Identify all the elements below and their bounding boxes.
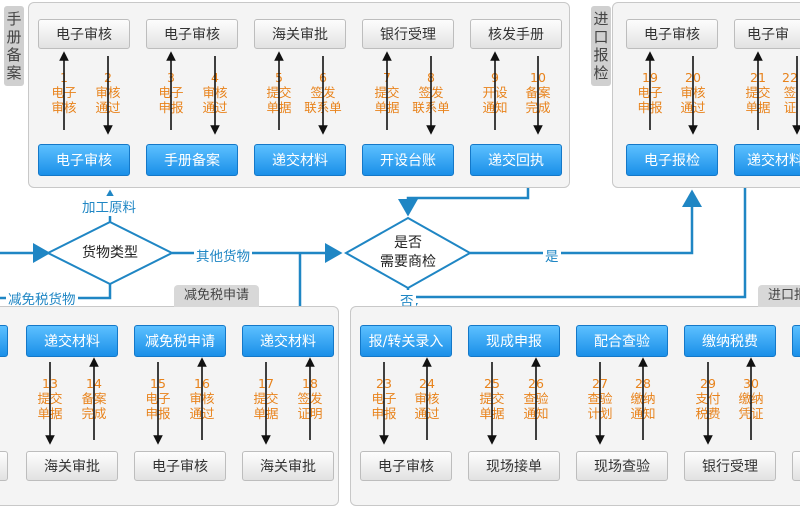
- exemption-top-2[interactable]: 减免税申请: [134, 325, 226, 357]
- exemption-bottom-3[interactable]: 海关审批: [242, 451, 334, 481]
- exemption-bottom-1[interactable]: 海关审批: [26, 451, 118, 481]
- handbook-bottom-1[interactable]: 电子审核: [38, 144, 130, 176]
- inspect-question-label: 是否 需要商检: [380, 235, 436, 270]
- declare-bottom-2[interactable]: 现场接单: [468, 451, 560, 481]
- exemption-top-3[interactable]: 递交材料: [242, 325, 334, 357]
- exemption-top-1[interactable]: 递交材料: [26, 325, 118, 357]
- declare-top-right-stub[interactable]: [792, 325, 800, 357]
- handbook-top-1[interactable]: 电子审核: [38, 19, 130, 49]
- handbook-bottom-2[interactable]: 手册备案: [146, 144, 238, 176]
- yes-label: 是: [543, 245, 561, 265]
- inspect-top-2[interactable]: 电子审: [734, 19, 800, 49]
- step-arrows: [45, 51, 800, 445]
- exemption-panel-tab: 减免税申请: [174, 285, 260, 307]
- inspect-diamond: [343, 216, 473, 290]
- inspect-bottom-2[interactable]: 递交材料: [734, 144, 800, 176]
- goods-type-diamond: [45, 220, 175, 286]
- declare-top-4[interactable]: 缴纳税费: [684, 325, 776, 357]
- exemption-bottom-left-stub[interactable]: [0, 451, 8, 481]
- other-goods-label: 其他货物: [194, 245, 252, 265]
- handbook-bottom-4[interactable]: 开设台账: [362, 144, 454, 176]
- import-inspect-panel-label: 进口报检: [591, 6, 611, 86]
- import-declare-panel-tab: 进口报: [758, 285, 800, 307]
- flow-connectors: [0, 178, 747, 321]
- handbook-top-5[interactable]: 核发手册: [470, 19, 562, 49]
- declare-bottom-right-stub[interactable]: [792, 451, 800, 481]
- goods-type-label: 货物类型: [82, 245, 138, 261]
- processing-label: 加工原料: [80, 196, 138, 216]
- declare-top-1[interactable]: 报/转关录入: [360, 325, 452, 357]
- declare-top-2[interactable]: 现成申报: [468, 325, 560, 357]
- declare-bottom-4[interactable]: 银行受理: [684, 451, 776, 481]
- handbook-top-3[interactable]: 海关审批: [254, 19, 346, 49]
- handbook-bottom-5[interactable]: 递交回执: [470, 144, 562, 176]
- inspect-top-1[interactable]: 电子审核: [626, 19, 718, 49]
- inspect-bottom-1[interactable]: 电子报检: [626, 144, 718, 176]
- handbook-top-4[interactable]: 银行受理: [362, 19, 454, 49]
- handbook-top-2[interactable]: 电子审核: [146, 19, 238, 49]
- declare-top-3[interactable]: 配合查验: [576, 325, 668, 357]
- handbook-panel-label: 手册备案: [4, 6, 24, 86]
- exempt-goods-label: 减免税货物: [6, 288, 78, 308]
- handbook-bottom-3[interactable]: 递交材料: [254, 144, 346, 176]
- declare-bottom-1[interactable]: 电子审核: [360, 451, 452, 481]
- exemption-bottom-2[interactable]: 电子审核: [134, 451, 226, 481]
- declare-bottom-3[interactable]: 现场查验: [576, 451, 668, 481]
- exemption-top-left-stub[interactable]: [0, 325, 8, 357]
